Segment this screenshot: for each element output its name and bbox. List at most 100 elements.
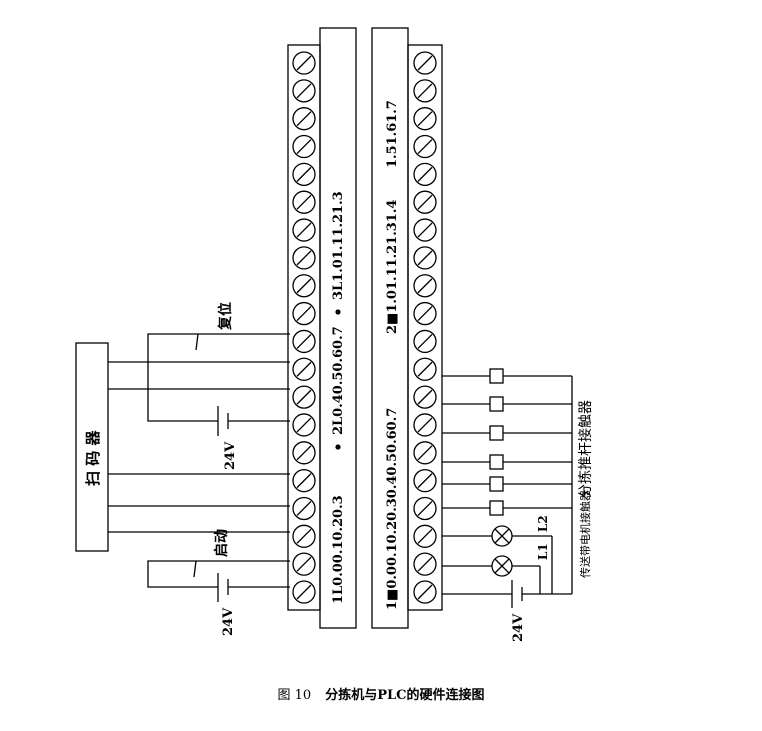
reset-voltage-label: 24V bbox=[223, 441, 238, 470]
right-terminal-screw-slot-10 bbox=[417, 306, 433, 322]
right-terminal-screw-slot-2 bbox=[417, 83, 433, 99]
left-terminal-screw-slot-20 bbox=[296, 584, 312, 600]
left-terminal-screw-slot-8 bbox=[296, 250, 312, 266]
right-terminal-screw-19 bbox=[413, 552, 437, 576]
left-terminal-screw-15 bbox=[292, 441, 316, 465]
left-terminal-screw-16 bbox=[292, 468, 316, 493]
left-terminal-screw-13 bbox=[292, 385, 316, 409]
right-terminal-screw-15 bbox=[413, 441, 437, 465]
indicator-lamps bbox=[442, 525, 553, 594]
left-terminal-screw-slot-11 bbox=[296, 333, 312, 349]
right-strip-upper-label: 1.51.61.7 bbox=[385, 100, 400, 168]
left-terminal-screw-slot-12 bbox=[296, 361, 312, 377]
left-strip-lower-label: 2L0.40.50.60.7 bbox=[331, 326, 346, 435]
left-strip-upper-label: 3L1.01.11.21.3 bbox=[331, 191, 346, 300]
left-terminal-screw-5 bbox=[292, 162, 316, 187]
left-terminal-screw-slot-15 bbox=[296, 445, 312, 461]
pusher-contactor-label: 分拣推杆接触器 bbox=[577, 400, 594, 498]
left-terminal-screw-slot-17 bbox=[296, 501, 312, 516]
left-strip-bottom-label: 1L0.00.10.20.3 bbox=[331, 495, 346, 604]
right-terminal-screw-slot-7 bbox=[417, 222, 433, 238]
left-terminal-screw-14 bbox=[292, 413, 316, 437]
left-terminal-screw-slot-4 bbox=[296, 139, 312, 154]
right-terminal-screw-slot-19 bbox=[417, 556, 433, 572]
left-terminal-screw-slot-19 bbox=[296, 556, 312, 572]
left-terminal-screw-8 bbox=[292, 246, 316, 270]
right-terminal-screw-18 bbox=[413, 524, 437, 548]
right-terminal-screws bbox=[413, 51, 437, 604]
right-terminal-screw-9 bbox=[413, 274, 437, 298]
right-terminal-screw-6 bbox=[413, 190, 437, 214]
right-terminal-screw-14 bbox=[413, 413, 437, 437]
left-terminal-screw-1 bbox=[292, 51, 316, 75]
right-terminal-screw-slot-18 bbox=[417, 528, 433, 544]
start-switch-wire bbox=[147, 560, 290, 588]
right-terminal-screw-12 bbox=[413, 357, 437, 381]
pusher-contactor-coils bbox=[442, 368, 573, 594]
left-terminal-screw-slot-7 bbox=[296, 222, 312, 238]
start-label: 启动 bbox=[213, 529, 230, 557]
right-terminal-screw-13 bbox=[413, 385, 437, 409]
right-plc-terminal-block bbox=[407, 44, 443, 611]
left-terminal-screw-2 bbox=[292, 79, 316, 103]
left-terminal-screw-11 bbox=[292, 329, 316, 354]
right-terminal-screw-5 bbox=[413, 162, 437, 187]
right-terminal-screw-2 bbox=[413, 79, 437, 103]
left-terminal-screw-slot-14 bbox=[296, 417, 312, 433]
right-terminal-screw-slot-1 bbox=[417, 55, 433, 71]
right-terminal-screw-4 bbox=[413, 134, 437, 159]
left-plc-module bbox=[319, 27, 357, 629]
left-terminal-screw-slot-9 bbox=[296, 278, 312, 294]
left-terminal-screw-18 bbox=[292, 524, 316, 548]
left-terminal-screw-3 bbox=[292, 107, 316, 131]
scanner-label: 扫 码 器 bbox=[84, 430, 102, 486]
right-terminal-screw-slot-4 bbox=[417, 139, 433, 154]
left-terminal-screw-19 bbox=[292, 552, 316, 576]
left-terminal-screw-slot-10 bbox=[296, 306, 312, 322]
left-terminal-screw-20 bbox=[292, 580, 316, 604]
right-terminal-screw-8 bbox=[413, 246, 437, 270]
caption-number: 图 10 bbox=[277, 688, 312, 703]
start-voltage-label: 24V bbox=[221, 607, 236, 636]
l2-label: L2 bbox=[536, 515, 550, 532]
left-strip-dot-lower bbox=[335, 444, 341, 450]
right-terminal-screw-17 bbox=[413, 496, 437, 521]
right-terminal-screw-slot-11 bbox=[417, 333, 433, 349]
right-terminal-screw-slot-13 bbox=[417, 389, 433, 405]
reset-label: 复位 bbox=[217, 302, 234, 331]
right-terminal-screw-slot-20 bbox=[417, 584, 433, 600]
left-terminal-screw-slot-2 bbox=[296, 83, 312, 99]
left-terminal-screw-slot-16 bbox=[296, 473, 312, 489]
right-terminal-screw-slot-6 bbox=[417, 194, 433, 210]
conveyor-contactor-label: 传送带电机接触器 bbox=[578, 490, 592, 578]
left-terminal-screw-4 bbox=[292, 134, 316, 159]
left-terminal-screw-slot-6 bbox=[296, 194, 312, 210]
reset-switch-wire bbox=[147, 333, 290, 422]
scanner-box bbox=[75, 342, 109, 552]
right-terminal-screw-11 bbox=[413, 329, 437, 354]
caption-title: 分拣机与PLC的硬件连接图 bbox=[325, 688, 485, 703]
left-terminal-screw-6 bbox=[292, 190, 316, 214]
right-terminal-screw-slot-3 bbox=[417, 111, 433, 127]
figure-caption: 图 10 分拣机与PLC的硬件连接图 bbox=[0, 684, 762, 703]
left-terminal-screw-slot-13 bbox=[296, 389, 312, 405]
right-terminal-screw-16 bbox=[413, 468, 437, 493]
right-terminal-screw-slot-8 bbox=[417, 250, 433, 266]
output-power-supply bbox=[442, 580, 572, 608]
left-terminal-screw-10 bbox=[292, 301, 316, 326]
right-terminal-screw-slot-14 bbox=[417, 417, 433, 433]
right-terminal-screw-1 bbox=[413, 51, 437, 75]
left-terminal-screw-slot-18 bbox=[296, 528, 312, 544]
left-terminal-screw-9 bbox=[292, 274, 316, 298]
left-terminal-screw-7 bbox=[292, 218, 316, 242]
reset-switch-contact bbox=[195, 333, 199, 351]
left-terminal-screw-slot-5 bbox=[296, 166, 312, 182]
right-terminal-screw-slot-9 bbox=[417, 278, 433, 294]
start-switch-contact bbox=[193, 560, 197, 578]
right-terminal-screw-20 bbox=[413, 580, 437, 604]
left-strip-dot-upper bbox=[335, 309, 341, 315]
right-terminal-screw-slot-17 bbox=[417, 501, 433, 516]
right-strip-bottom-label: 1■0.00.10.20.30.40.50.60.7 bbox=[385, 408, 400, 610]
left-terminal-screw-slot-3 bbox=[296, 111, 312, 127]
